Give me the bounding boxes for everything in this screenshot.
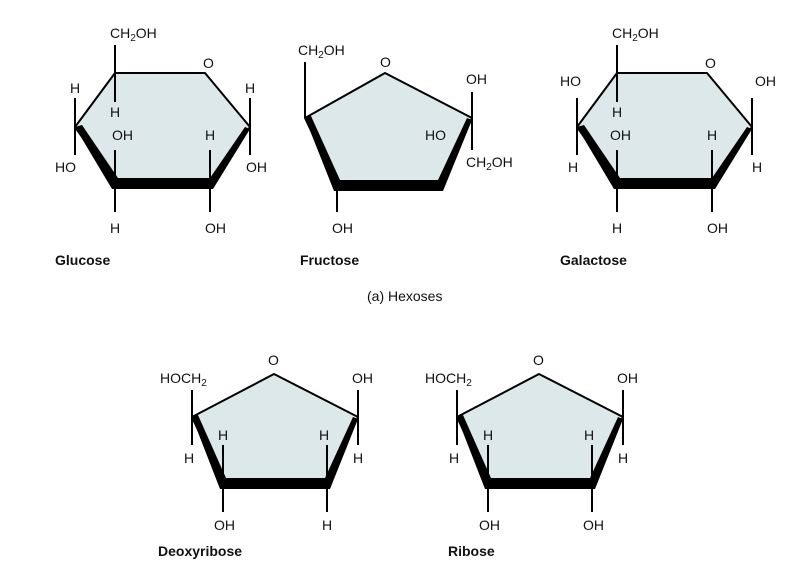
- glucose-ring-o: O: [203, 55, 214, 71]
- galactose-label: HO: [560, 73, 581, 89]
- fructose-label: OH: [332, 220, 353, 236]
- deoxyribose-label: OH: [352, 370, 373, 386]
- ribose-structure: HOCH2 O OH H H H H OH OH Ribose: [425, 352, 638, 559]
- glucose-label: H: [110, 104, 120, 120]
- galactose-label: H: [612, 104, 622, 120]
- galactose-label: OH: [707, 220, 728, 236]
- fructose-name: Fructose: [300, 252, 359, 268]
- fructose-ch2oh: CH2OH: [298, 42, 345, 61]
- glucose-structure: CH2OH O H H HO OH H H OH H OH Glucose: [55, 25, 267, 268]
- deoxyribose-structure: HOCH2 O OH H H H H OH H Deoxyribose: [158, 352, 373, 559]
- glucose-label: H: [205, 127, 215, 143]
- galactose-label: H: [568, 159, 578, 175]
- deoxyribose-label: H: [322, 517, 332, 533]
- fructose-label: OH: [466, 71, 487, 87]
- galactose-label: H: [752, 159, 762, 175]
- deoxyribose-label: H: [353, 450, 363, 466]
- glucose-label: H: [245, 80, 255, 96]
- ribose-label: OH: [479, 517, 500, 533]
- hexoses-caption: (a) Hexoses: [367, 288, 442, 304]
- fructose-structure: CH2OH O OH HO CH2OH OH Fructose: [298, 42, 513, 268]
- ribose-label: H: [449, 450, 459, 466]
- glucose-name: Glucose: [55, 252, 110, 268]
- galactose-ring-o: O: [705, 55, 716, 71]
- deoxyribose-label: H: [184, 450, 194, 466]
- glucose-label: OH: [112, 127, 133, 143]
- ribose-label: OH: [617, 370, 638, 386]
- fructose-ring-o: O: [380, 54, 391, 70]
- glucose-ch2oh: CH2OH: [110, 25, 157, 44]
- ribose-label: OH: [583, 517, 604, 533]
- ribose-label: H: [618, 450, 628, 466]
- galactose-label: H: [612, 220, 622, 236]
- deoxyribose-hoch2: HOCH2: [160, 370, 207, 389]
- galactose-label: H: [707, 127, 717, 143]
- glucose-label: OH: [205, 220, 226, 236]
- deoxyribose-label: H: [319, 427, 329, 443]
- galactose-label: OH: [610, 127, 631, 143]
- deoxyribose-name: Deoxyribose: [158, 543, 242, 559]
- ribose-label: H: [483, 427, 493, 443]
- galactose-structure: CH2OH O HO H H OH H OH H H OH Galactose: [560, 25, 776, 268]
- ribose-label: H: [584, 427, 594, 443]
- ribose-ring-o: O: [533, 352, 544, 368]
- deoxyribose-ring-o: O: [268, 352, 279, 368]
- deoxyribose-label: OH: [214, 517, 235, 533]
- glucose-label: H: [110, 220, 120, 236]
- ribose-name: Ribose: [448, 543, 495, 559]
- glucose-label: OH: [246, 159, 267, 175]
- ribose-hoch2: HOCH2: [425, 370, 472, 389]
- deoxyribose-label: H: [218, 427, 228, 443]
- glucose-label: H: [70, 80, 80, 96]
- galactose-name: Galactose: [560, 252, 627, 268]
- fructose-label: CH2OH: [466, 154, 513, 173]
- galactose-ch2oh: CH2OH: [612, 25, 659, 44]
- glucose-label: HO: [55, 159, 76, 175]
- fructose-label: HO: [425, 127, 446, 143]
- galactose-label: OH: [755, 73, 776, 89]
